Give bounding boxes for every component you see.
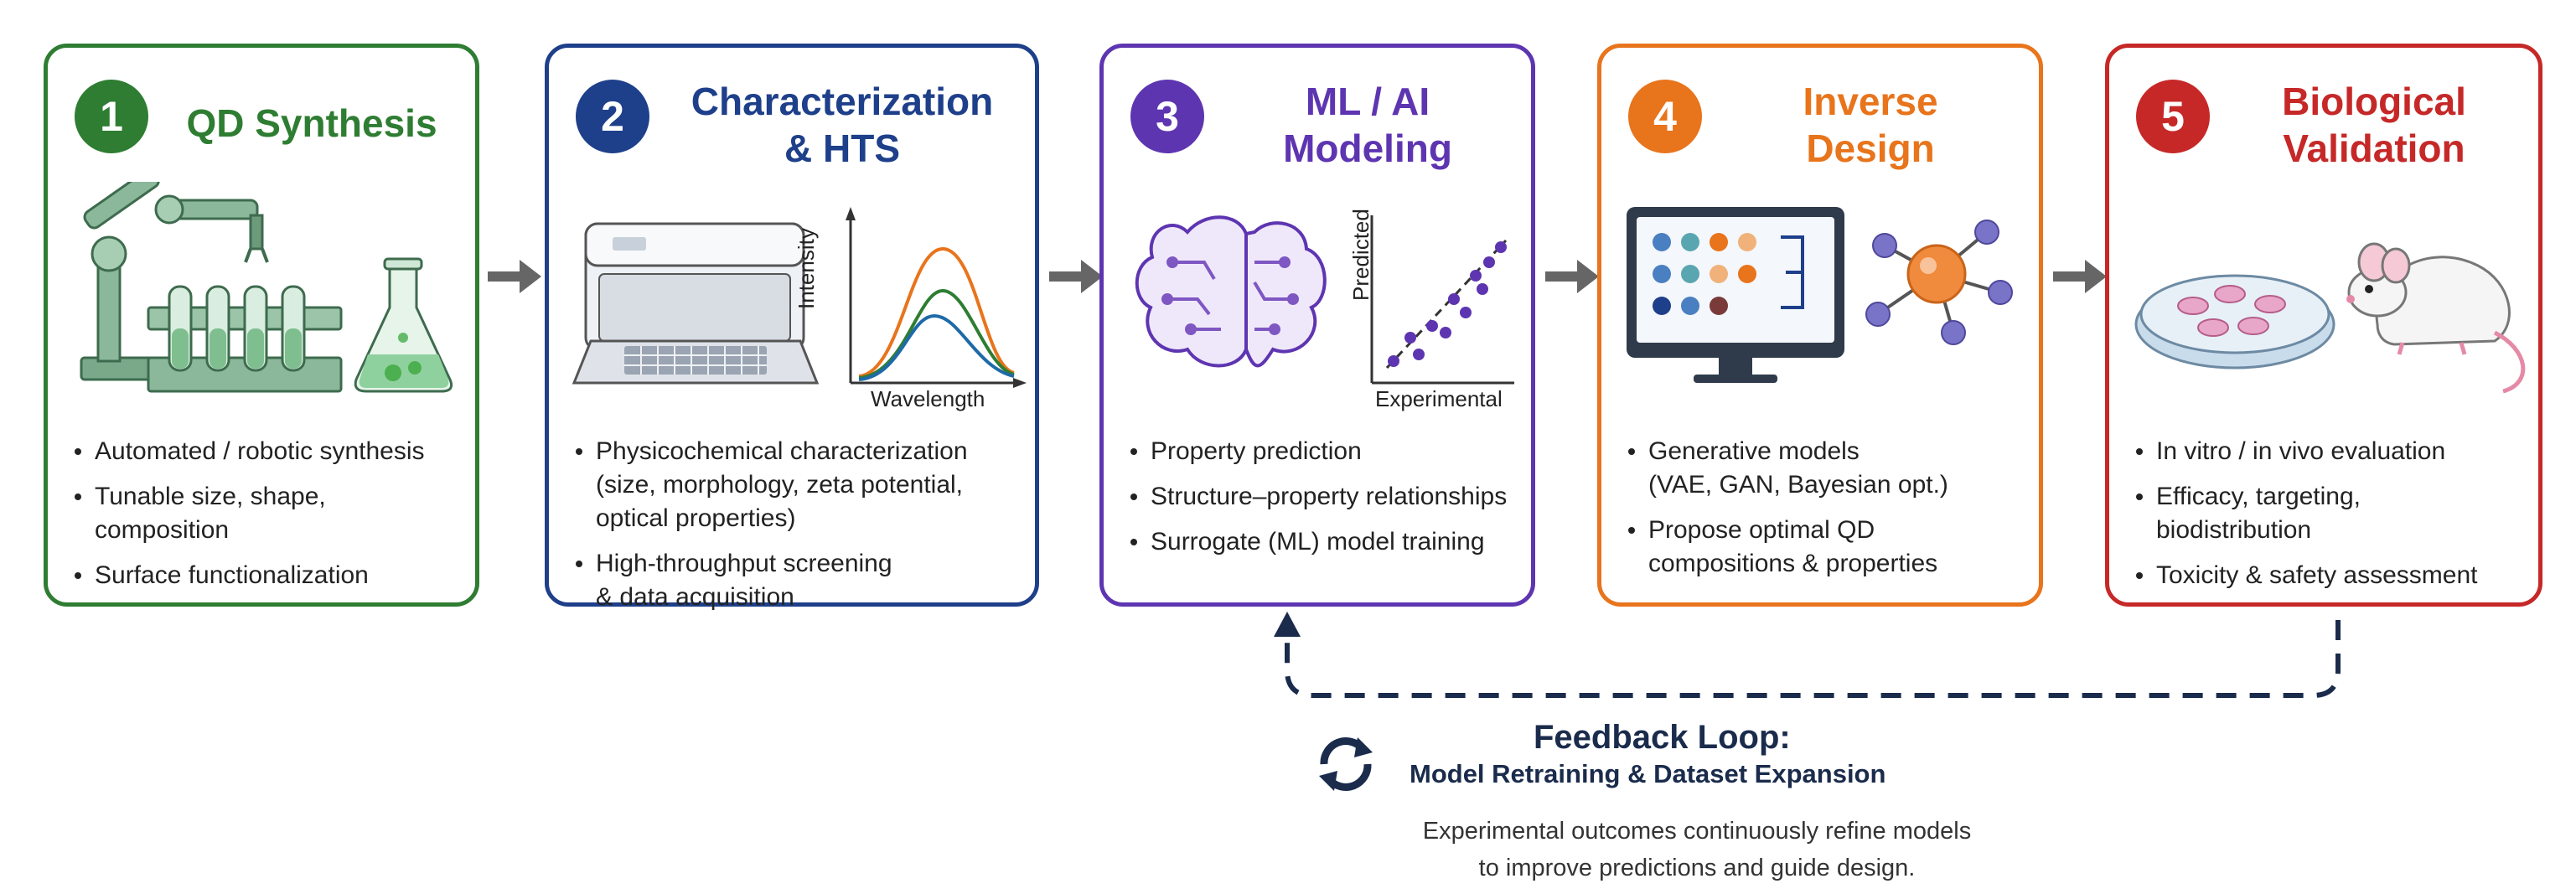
step-number-badge: 5 (2136, 80, 2210, 153)
feedback-description-line: Experimental outcomes continuously refin… (1422, 818, 1972, 845)
step-bullet-list: Generative models (VAE, GAN, Bayesian op… (1623, 435, 2022, 592)
step-number-badge: 4 (1628, 80, 1702, 153)
bullet-continuation: & data acquisition (596, 583, 794, 611)
scatter-x-axis-label: Experimental (1375, 386, 1503, 411)
flow-arrow-1-2 (488, 260, 541, 293)
step-title: Characterization & HTS (691, 80, 994, 170)
refresh-cycle-icon (1319, 737, 1373, 791)
step-3-card: 3 ML / AI Modeling Predicted (1099, 44, 1535, 607)
bullet-item: Structure–property relationships (1125, 480, 1514, 514)
bullet-item: In vitro / in vivo evaluation (2131, 435, 2522, 468)
bullet-item: Toxicity & safety assessment (2131, 559, 2522, 592)
feedback-description-line: to improve predictions and guide design. (1478, 855, 1916, 881)
step-number-badge: 1 (75, 80, 148, 153)
plate-reader-spectrum-illustration (572, 207, 1027, 388)
petri-dish-mouse-illustration (2134, 242, 2526, 394)
step-4-card: 4 Inverse Design (1597, 44, 2043, 607)
step-title: QD Synthesis (186, 101, 437, 145)
step-number-badge: 3 (1130, 80, 1204, 153)
bullet-continuation: (size, morphology, zeta potential, (596, 471, 964, 499)
step-2-card: 2 Characterization & HTS Intensity Wavel… (545, 44, 1039, 611)
flow-arrow-3-4 (1545, 260, 1599, 293)
bullet-continuation: optical properties) (596, 504, 796, 532)
step-title: Biological Validation (2282, 80, 2466, 170)
step-title: ML / AI Modeling (1283, 80, 1452, 170)
bullet-continuation: biodistribution (2156, 516, 2312, 544)
feedback-title: Feedback Loop: (1534, 719, 1791, 756)
step-title: Inverse Design (1803, 80, 1938, 170)
bullet-item: Tunable size, shape, (70, 480, 458, 514)
bullet-item: Surface functionalization (70, 559, 458, 592)
bullet-item: Efficacy, targeting, (2131, 480, 2522, 514)
step-bullet-list: Automated / robotic synthesis Tunable si… (70, 435, 458, 604)
bullet-item: Property prediction (1125, 435, 1514, 468)
bullet-continuation: (VAE, GAN, Bayesian opt.) (1648, 471, 1948, 499)
bullet-item: Propose optimal QD (1623, 514, 2022, 547)
step-bullet-list: In vitro / in vivo evaluation Efficacy, … (2131, 435, 2522, 604)
bullet-item: High-throughput screening (571, 547, 1018, 581)
bullet-continuation: composition (95, 516, 230, 544)
brain-scatter-plot-illustration (1135, 215, 1514, 385)
spectrum-y-axis-label: Intensity (794, 228, 819, 309)
scatter-y-axis-label: Predicted (1348, 209, 1373, 301)
bullet-item: Physicochemical characterization (571, 435, 1018, 468)
step-5-card: 5 Biological Validation In vitro / in vi… (2105, 44, 2542, 607)
bullet-item: Generative models (1623, 435, 2022, 468)
flow-arrow-2-3 (1049, 260, 1103, 293)
spectrum-x-axis-label: Wavelength (871, 386, 985, 411)
step-number-badge: 2 (576, 80, 649, 153)
feedback-description: Experimental outcomes continuously refin… (1358, 813, 2036, 886)
bullet-item: Surrogate (ML) model training (1125, 525, 1514, 559)
step-bullet-list: Property prediction Structure–property r… (1125, 435, 1514, 571)
step-bullet-list: Physicochemical characterization (size, … (571, 435, 1018, 626)
step-1-card: 1 QD Synthesis (44, 44, 479, 607)
monitor-molecule-illustration (1627, 207, 2013, 383)
bullet-continuation: compositions & properties (1648, 550, 1938, 577)
feedback-subtitle: Model Retraining & Dataset Expansion (1410, 759, 1886, 788)
robotic-arm-test-tubes-flask-illustration (80, 182, 453, 393)
flow-arrow-4-5 (2053, 260, 2107, 293)
bullet-item: Automated / robotic synthesis (70, 435, 458, 468)
